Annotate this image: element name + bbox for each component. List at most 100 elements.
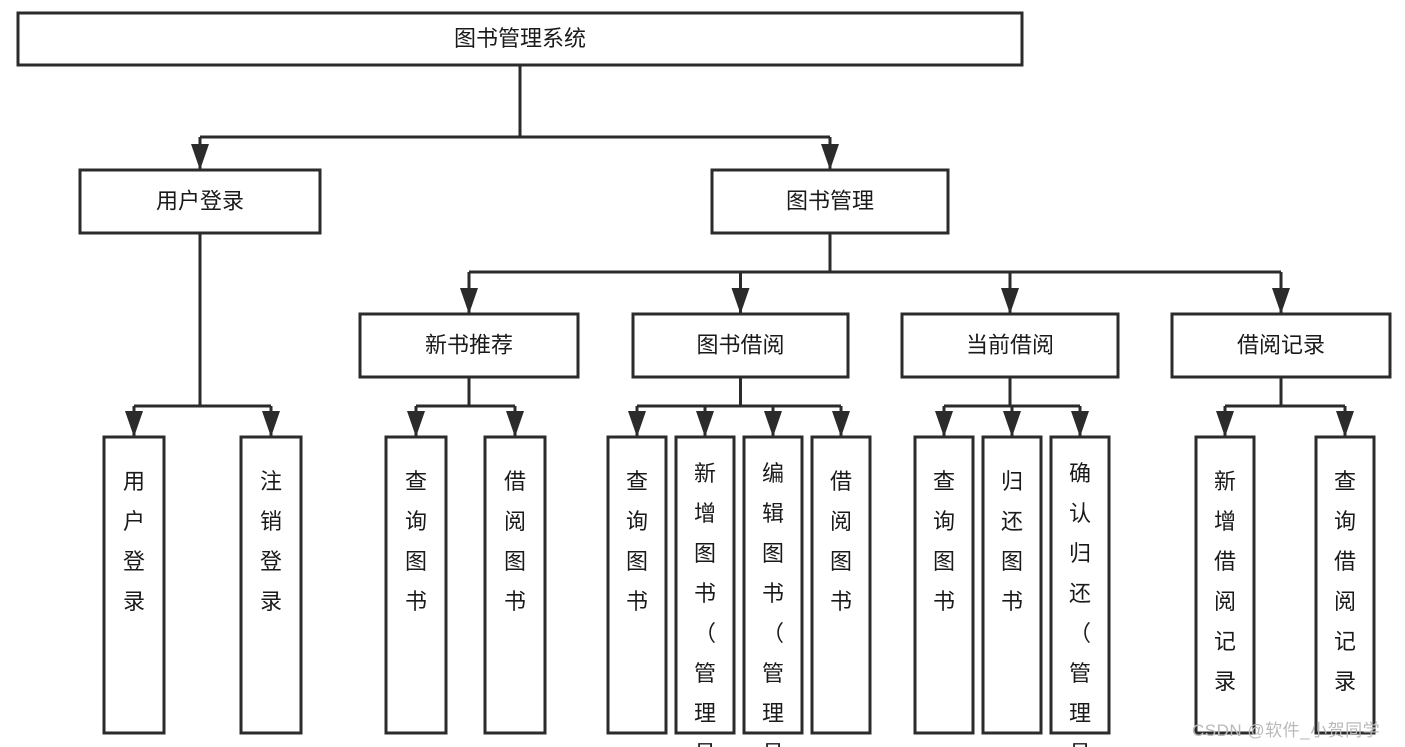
arrow-head-icon xyxy=(262,411,280,437)
node-label-char: （ xyxy=(762,621,784,646)
node-label-char: 图 xyxy=(694,541,716,566)
node-label-char: 增 xyxy=(1214,509,1236,534)
node-label-char: 新 xyxy=(1214,469,1236,494)
node-box xyxy=(78,168,322,235)
arrow-head-icon xyxy=(460,288,478,314)
node-box xyxy=(102,435,166,735)
node-label-char: 书 xyxy=(694,581,716,606)
node-label-char: 户 xyxy=(123,509,145,534)
node-label-char: 员 xyxy=(694,741,716,747)
node-label-char: 登 xyxy=(260,549,282,574)
node-box xyxy=(674,435,736,735)
arrow-head-icon xyxy=(1272,288,1290,314)
arrow-head-icon xyxy=(821,144,839,170)
node-label-char: 员 xyxy=(762,741,784,747)
node-label-char: 新 xyxy=(694,461,716,486)
node-label-char: 借 xyxy=(504,469,526,494)
node-label-char: 图 xyxy=(933,549,955,574)
node-label: 当前借阅 xyxy=(966,332,1054,357)
node-level2-1[interactable]: 图书管理 xyxy=(710,168,950,235)
node-box xyxy=(16,11,1024,67)
node-label: 图书管理系统 xyxy=(454,26,586,51)
node-box xyxy=(1194,435,1256,735)
node-level2-0[interactable]: 用户登录 xyxy=(78,168,322,235)
node-box xyxy=(606,435,668,735)
node-label-char: 管 xyxy=(762,661,784,686)
node-label-char: 用 xyxy=(123,469,145,494)
node-label-char: 图 xyxy=(504,549,526,574)
node-label: 图书借阅 xyxy=(696,332,784,357)
node-label-char: 书 xyxy=(1001,589,1023,614)
node-label-char: 还 xyxy=(1001,509,1023,534)
arrow-head-icon xyxy=(1003,411,1021,437)
node-label-char: 询 xyxy=(626,509,648,534)
node-box xyxy=(1049,435,1111,735)
node-label: 图书管理 xyxy=(786,188,874,213)
arrow-head-icon xyxy=(935,411,953,437)
connector-layer xyxy=(125,65,1354,437)
node-label-char: 登 xyxy=(123,549,145,574)
node-level3-2[interactable]: 当前借阅 xyxy=(900,312,1120,379)
node-label-char: 增 xyxy=(694,501,716,526)
arrow-head-icon xyxy=(832,411,850,437)
node-label-char: 查 xyxy=(405,469,427,494)
arrow-head-icon xyxy=(1336,411,1354,437)
node-label-char: 查 xyxy=(933,469,955,494)
node-label-char: 书 xyxy=(933,589,955,614)
node-label-char: 图 xyxy=(762,541,784,566)
watermark-text: CSDN @软件_小贺同学 xyxy=(1192,721,1381,740)
node-label-char: 归 xyxy=(1069,541,1091,566)
node-label-char: 书 xyxy=(830,589,852,614)
node-label-char: 理 xyxy=(1069,701,1091,726)
arrow-head-icon xyxy=(125,411,143,437)
node-label-char: 录 xyxy=(123,589,145,614)
node-label-char: 录 xyxy=(260,589,282,614)
node-label-char: 记 xyxy=(1334,629,1356,654)
node-label-char: 查 xyxy=(1334,469,1356,494)
node-label-char: 编 xyxy=(762,461,784,486)
node-box xyxy=(358,312,580,379)
node-label: 新书推荐 xyxy=(425,332,513,357)
arrow-head-icon xyxy=(1001,288,1019,314)
node-label-char: 理 xyxy=(694,701,716,726)
node-label-char: 阅 xyxy=(1334,589,1356,614)
node-label: 用户登录 xyxy=(156,188,244,213)
node-label-char: 员 xyxy=(1069,741,1091,747)
node-label-char: 借 xyxy=(830,469,852,494)
node-box xyxy=(631,312,850,379)
node-label-char: 归 xyxy=(1001,469,1023,494)
node-label-char: 阅 xyxy=(1214,589,1236,614)
node-label-char: 录 xyxy=(1214,669,1236,694)
node-level3-0[interactable]: 新书推荐 xyxy=(358,312,580,379)
node-label-char: 阅 xyxy=(504,509,526,534)
node-box xyxy=(742,435,804,735)
node-label-char: 管 xyxy=(694,661,716,686)
node-label-char: （ xyxy=(1069,621,1091,646)
node-root[interactable]: 图书管理系统 xyxy=(16,11,1024,67)
node-level3-1[interactable]: 图书借阅 xyxy=(631,312,850,379)
arrow-head-icon xyxy=(191,144,209,170)
node-label-char: 确 xyxy=(1069,461,1091,486)
node-label-char: 图 xyxy=(405,549,427,574)
node-leaf-0[interactable]: 用户登录 xyxy=(102,435,166,735)
node-label-char: 销 xyxy=(260,509,282,534)
node-box xyxy=(384,435,448,735)
node-label-char: 辑 xyxy=(762,501,784,526)
arrow-head-icon xyxy=(731,288,750,314)
node-box xyxy=(239,435,303,735)
node-level3-3[interactable]: 借阅记录 xyxy=(1170,312,1392,379)
